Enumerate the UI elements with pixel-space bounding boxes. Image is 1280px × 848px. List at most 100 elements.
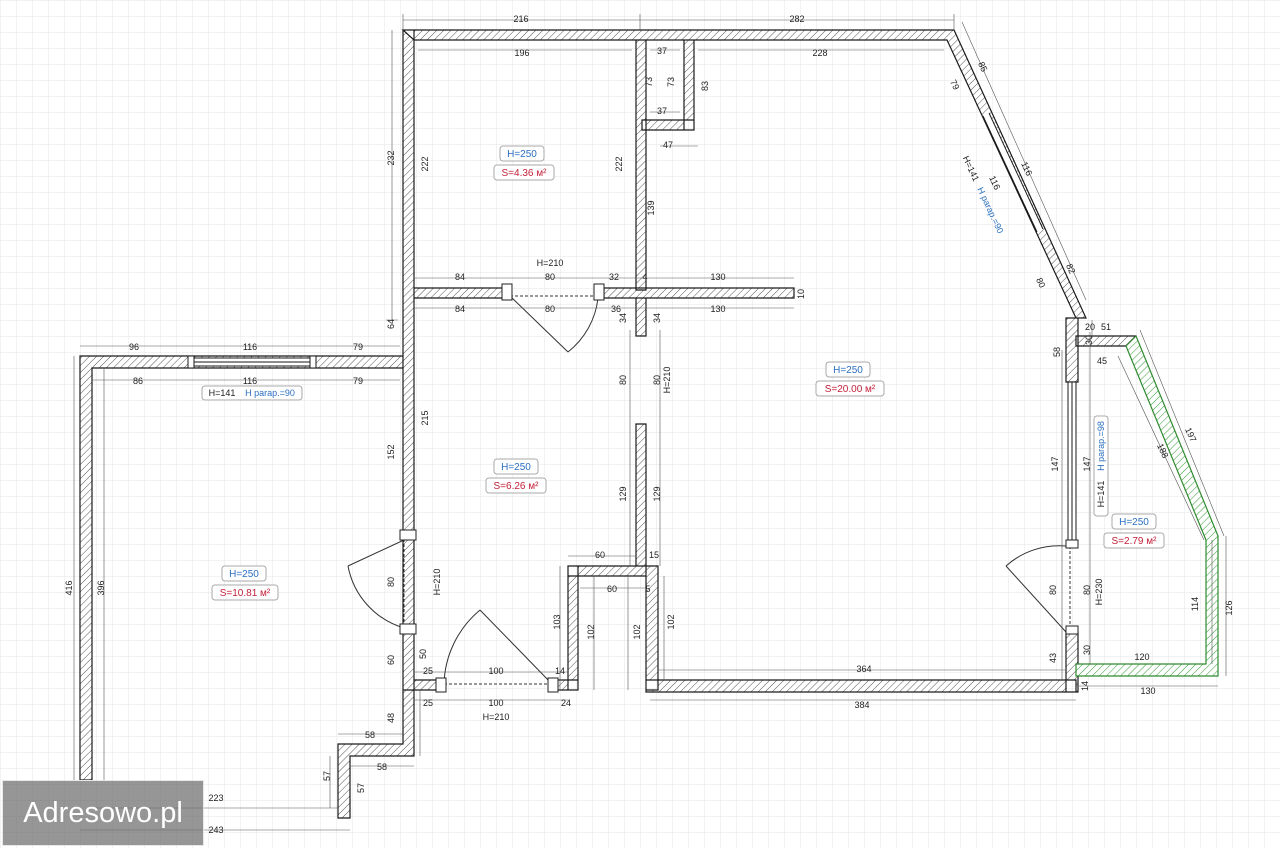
dim-text: 114 xyxy=(1190,597,1200,611)
room-area-label: S=20.00 м² xyxy=(825,384,876,395)
dim-text: 58 xyxy=(1052,347,1062,357)
dim-text: 30 xyxy=(1082,645,1092,655)
dim-text: 24 xyxy=(561,698,571,708)
dim-text: 152 xyxy=(386,444,396,459)
dim-text: 85 xyxy=(976,60,989,73)
dim-text: 79 xyxy=(353,342,363,352)
dim-text: 73 xyxy=(644,77,654,87)
dim-text: 60 xyxy=(595,550,605,560)
room-area-label: S=6.26 м² xyxy=(494,481,540,492)
room-height-label: H=250 xyxy=(229,569,259,580)
dim-text: 30 xyxy=(1084,335,1094,345)
dim-text: 83 xyxy=(700,81,710,91)
dim-text: 25 xyxy=(423,666,433,676)
dim-text: 228 xyxy=(812,48,827,58)
dim-text: 384 xyxy=(854,700,869,710)
door-leaf-2 xyxy=(347,539,405,567)
dim-text: 80 xyxy=(652,375,662,385)
room-labels: H=250 S=4.36 м² H=250 S=20.00 м² H=250 S… xyxy=(211,145,1165,601)
dim-text: 222 xyxy=(420,156,430,171)
room-height-label: H=250 xyxy=(507,149,537,160)
dim-text: 58 xyxy=(377,762,387,772)
dim-text: 139 xyxy=(646,200,656,215)
window-height-label: H=141 xyxy=(1096,481,1106,508)
dim-text: 129 xyxy=(618,486,628,501)
dimension-texts: 216 282 196 37 73 73 37 83 228 85 79 232… xyxy=(64,14,1234,835)
dim-text: 79 xyxy=(353,376,363,386)
dim-text: 102 xyxy=(632,624,642,639)
door-label: H=210 xyxy=(432,569,442,596)
dim-text: 216 xyxy=(513,14,528,24)
dim-text: 80 xyxy=(618,375,628,385)
dim-text: 100 xyxy=(488,666,503,676)
window-sill-label: H parap.=90 xyxy=(245,388,295,398)
dim-text: 80 xyxy=(1034,276,1047,289)
dim-text: 57 xyxy=(322,771,332,781)
dim-text: 43 xyxy=(1048,653,1058,663)
dim-text: 57 xyxy=(356,783,366,793)
dim-text: 86 xyxy=(133,376,143,386)
room-height-label: H=250 xyxy=(833,365,863,376)
door-label: H=210 xyxy=(662,367,672,394)
dim-text: 243 xyxy=(208,825,223,835)
dim-text: 5 xyxy=(645,584,650,594)
dim-text: 147 xyxy=(1082,456,1092,471)
dim-text: 130 xyxy=(710,272,725,282)
door-leaf-3 xyxy=(479,609,553,685)
dim-text: 120 xyxy=(1134,652,1149,662)
dim-text: 4 xyxy=(642,272,647,282)
room-area-label: S=4.36 м² xyxy=(502,168,548,179)
dim-text: 129 xyxy=(652,486,662,501)
room-height-label: H=250 xyxy=(501,462,531,473)
dim-text: 80 xyxy=(1048,585,1058,595)
dim-text: 130 xyxy=(710,304,725,314)
dim-text: 126 xyxy=(1224,600,1234,615)
dim-text: 79 xyxy=(948,78,961,91)
window-labels: H=141 H parap.=90 H=141 H parap.=90 H=14… xyxy=(201,154,1109,517)
dim-text: 103 xyxy=(552,614,562,629)
dim-text: 58 xyxy=(365,730,375,740)
dim-text: 20 xyxy=(1085,322,1095,332)
window-diagonal xyxy=(983,112,1043,232)
dim-text: 10 xyxy=(796,289,806,299)
watermark-text: Adresowo.pl xyxy=(23,796,183,829)
dim-text: 222 xyxy=(614,156,624,171)
dim-text: 14 xyxy=(1080,681,1090,691)
dim-text: 37 xyxy=(657,106,667,116)
dim-text: 80 xyxy=(386,577,396,587)
dim-text: 82 xyxy=(1064,262,1077,275)
dim-text: 80 xyxy=(545,304,555,314)
dim-text: 102 xyxy=(666,614,676,629)
door-label: H=230 xyxy=(1094,579,1104,606)
dim-text: 102 xyxy=(586,624,596,639)
dim-text: 215 xyxy=(420,410,430,425)
dim-text: 15 xyxy=(649,550,659,560)
dim-text: 60 xyxy=(607,584,617,594)
dim-text: 84 xyxy=(455,304,465,314)
door-label: H=210 xyxy=(483,712,510,722)
watermark-logo: Adresowo.pl xyxy=(2,780,204,846)
room-area-label: S=2.79 м² xyxy=(1112,536,1158,547)
dim-text: 232 xyxy=(386,150,396,165)
dim-text: 396 xyxy=(96,580,106,595)
dim-text: 36 xyxy=(611,304,621,314)
door-leaf-1 xyxy=(509,295,569,353)
room-height-label: H=250 xyxy=(1119,517,1149,528)
door-label: H=210 xyxy=(537,258,564,268)
dim-text: 45 xyxy=(1097,356,1107,366)
room-area-label: S=10.81 м² xyxy=(220,588,271,599)
dim-text: 416 xyxy=(64,580,74,595)
dim-text: 147 xyxy=(1050,456,1060,471)
dim-text: 60 xyxy=(386,655,396,665)
dim-text: 14 xyxy=(555,666,565,676)
dim-text: 223 xyxy=(208,793,223,803)
dim-text: 116 xyxy=(243,376,257,386)
dim-text: 48 xyxy=(386,713,396,723)
dim-text: 47 xyxy=(663,140,673,150)
dim-text: 32 xyxy=(609,272,619,282)
dim-text: 196 xyxy=(514,48,529,58)
dim-text: 50 xyxy=(418,649,428,659)
window-sill-label: H parap.=98 xyxy=(1096,421,1106,471)
dim-text: 37 xyxy=(657,46,667,56)
